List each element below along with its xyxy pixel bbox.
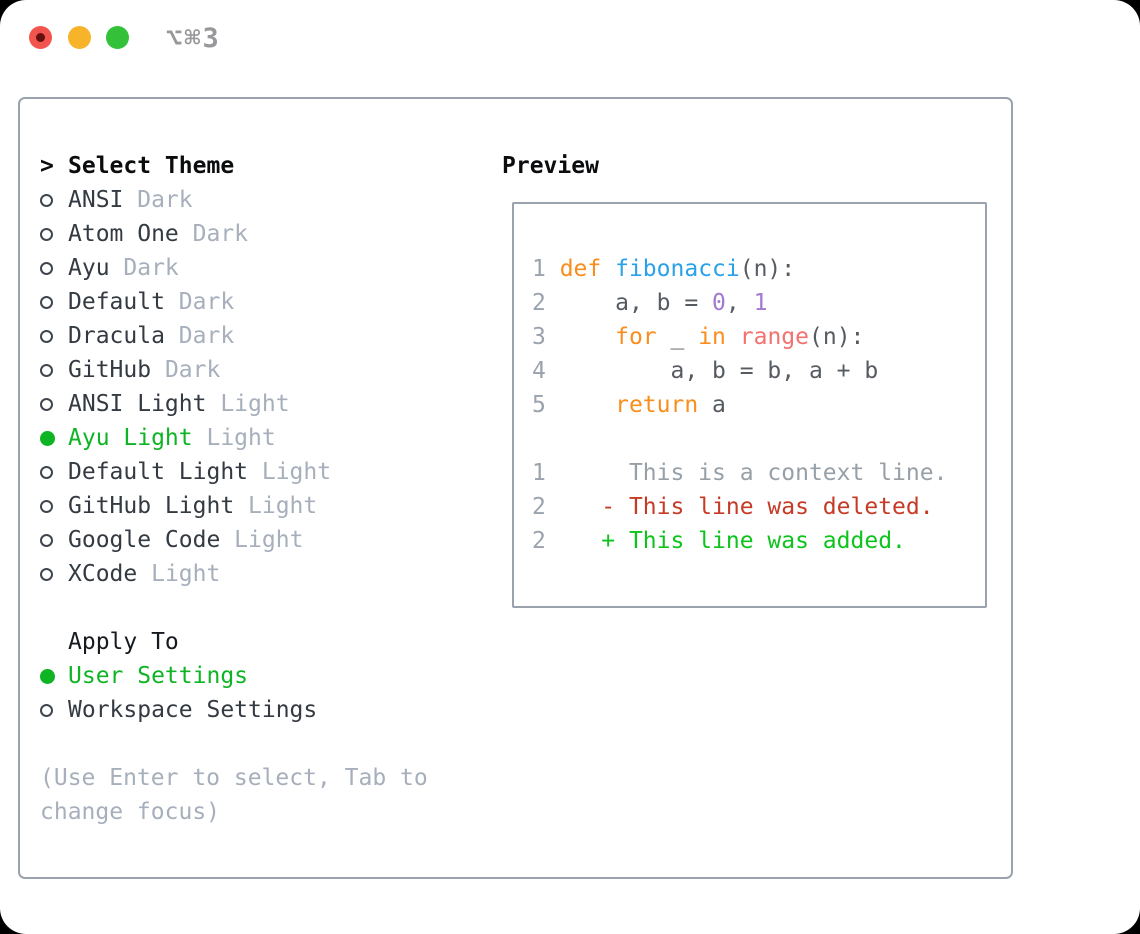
theme-variant-badge: Light xyxy=(234,493,318,519)
theme-item-google-code[interactable]: Google Code Light xyxy=(40,523,428,557)
theme-variant-badge: Light xyxy=(248,459,332,485)
theme-variant-badge: Light xyxy=(192,425,276,451)
theme-name: Default xyxy=(68,289,165,315)
focus-caret-icon: > xyxy=(40,153,54,179)
theme-name: XCode xyxy=(68,561,138,587)
code-line: 2 + This line was added. xyxy=(532,528,906,554)
theme-item-dracula[interactable]: Dracula Dark xyxy=(40,319,428,353)
theme-variant-badge: Dark xyxy=(151,357,221,383)
theme-variant-badge: Dark xyxy=(178,221,249,247)
theme-name: Google Code xyxy=(68,527,221,553)
theme-variant-badge: Light xyxy=(137,561,221,587)
theme-name: Ayu Light xyxy=(68,425,193,451)
theme-name: ANSI Light xyxy=(68,391,207,417)
theme-item-ansi[interactable]: ANSI Dark xyxy=(40,183,428,217)
radio-icon xyxy=(40,227,53,241)
radio-icon xyxy=(40,567,53,581)
apply-to-header: Apply To xyxy=(40,625,428,659)
code-line: 2 - This line was deleted. xyxy=(532,494,934,520)
hint-line: (Use Enter to select, Tab to xyxy=(40,765,428,791)
apply-option-label: Workspace Settings xyxy=(68,697,318,723)
select-theme-header: > Select Theme xyxy=(40,149,428,183)
hint-text: (Use Enter to select, Tab to change focus… xyxy=(40,761,428,829)
theme-item-ansi-light[interactable]: ANSI Light Light xyxy=(40,387,428,421)
code-line xyxy=(532,422,985,456)
code-line: 1 def fibonacci(n): xyxy=(532,256,796,282)
radio-icon xyxy=(40,261,53,275)
radio-icon xyxy=(40,295,53,309)
theme-item-github-light[interactable]: GitHub Light Light xyxy=(40,489,428,523)
spacer xyxy=(40,591,428,625)
theme-variant-badge: Dark xyxy=(109,255,179,281)
theme-name: GitHub xyxy=(68,357,152,383)
minimize-button[interactable] xyxy=(68,26,91,49)
close-button[interactable] xyxy=(29,26,52,49)
theme-item-default[interactable]: Default Dark xyxy=(40,285,428,319)
radio-icon xyxy=(40,465,53,479)
theme-variant-badge: Dark xyxy=(164,289,235,315)
theme-variant-badge: Dark xyxy=(123,187,193,213)
apply-option-workspace-settings[interactable]: Workspace Settings xyxy=(40,693,428,727)
code-preview: 1 def fibonacci(n): 2 a, b = 0, 1 3 for _ … xyxy=(514,204,985,558)
theme-item-ayu[interactable]: Ayu Dark xyxy=(40,251,428,285)
code-line: 4 a, b = b, a + b xyxy=(532,358,879,384)
radio-icon xyxy=(40,397,53,411)
unsaved-dot-icon xyxy=(36,33,45,42)
radio-icon xyxy=(40,499,53,513)
theme-variant-badge: Light xyxy=(220,527,304,553)
theme-name: Dracula xyxy=(68,323,165,349)
section-title: Select Theme xyxy=(68,153,235,179)
theme-item-ayu-light[interactable]: Ayu Light Light xyxy=(40,421,428,455)
radio-icon xyxy=(40,363,53,377)
theme-name: Atom One xyxy=(68,221,179,247)
theme-name: Ayu xyxy=(68,255,110,281)
theme-name: GitHub Light xyxy=(68,493,235,519)
zoom-button[interactable] xyxy=(106,26,129,49)
theme-item-atom-one[interactable]: Atom One Dark xyxy=(40,217,428,251)
apply-option-user-settings[interactable]: User Settings xyxy=(40,659,428,693)
theme-item-github[interactable]: GitHub Dark xyxy=(40,353,428,387)
radio-icon xyxy=(40,703,53,717)
preview-header: Preview xyxy=(502,153,599,179)
code-line: 5 return a xyxy=(532,392,726,418)
radio-icon xyxy=(40,193,53,207)
code-line: 3 for _ in range(n): xyxy=(532,324,865,350)
preview-box: 1 def fibonacci(n): 2 a, b = 0, 1 3 for _ … xyxy=(512,202,987,608)
window-title: ⌥⌘3 xyxy=(166,23,221,54)
theme-variant-badge: Dark xyxy=(164,323,235,349)
theme-name: ANSI xyxy=(68,187,124,213)
section-title: Apply To xyxy=(68,629,179,655)
radio-selected-icon xyxy=(40,668,55,684)
titlebar: ⌥⌘3 xyxy=(0,0,1140,97)
spacer xyxy=(40,727,428,761)
theme-name: Default Light xyxy=(68,459,249,485)
apply-option-label: User Settings xyxy=(68,663,249,689)
theme-item-xcode[interactable]: XCode Light xyxy=(40,557,428,591)
radio-selected-icon xyxy=(40,430,55,446)
theme-variant-badge: Light xyxy=(206,391,290,417)
radio-icon xyxy=(40,329,53,343)
code-line: 1 This is a context line. xyxy=(532,460,948,486)
code-line: 2 a, b = 0, 1 xyxy=(532,290,768,316)
theme-item-default-light[interactable]: Default Light Light xyxy=(40,455,428,489)
radio-icon xyxy=(40,533,53,547)
hint-line: change focus) xyxy=(40,799,221,825)
